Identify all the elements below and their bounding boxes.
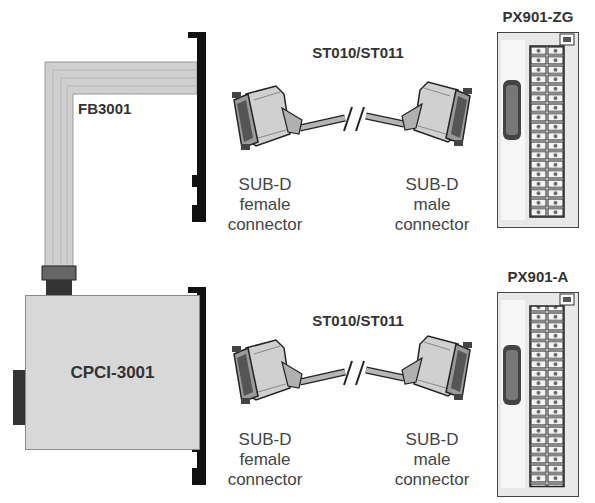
connector-label: SUB-D male connector bbox=[389, 175, 475, 235]
connector-label: SUB-D male connector bbox=[389, 430, 475, 490]
cable-name: ST010/ST011 bbox=[300, 312, 416, 329]
cable-name: FB3001 bbox=[78, 100, 168, 117]
part-name: PX901-ZG bbox=[503, 8, 574, 25]
connector-label: SUB-D female connector bbox=[222, 430, 308, 490]
part-name: PX901-A bbox=[508, 268, 569, 285]
cable-name: ST010/ST011 bbox=[300, 44, 416, 61]
interface-card: CPCI-3001 bbox=[25, 295, 200, 450]
terminal-board: PX901-A bbox=[497, 292, 579, 497]
connector-label: SUB-D female connector bbox=[222, 175, 308, 235]
terminal-board: PX901-ZG bbox=[497, 32, 579, 228]
card-name: CPCI-3001 bbox=[70, 363, 154, 383]
